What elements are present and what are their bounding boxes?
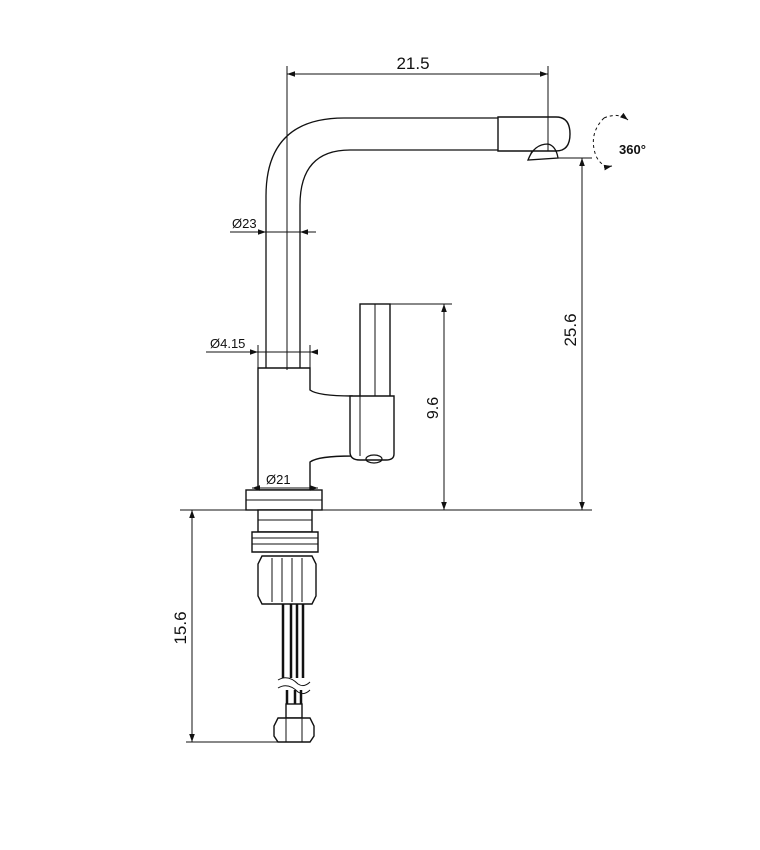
handle-cartridge bbox=[349, 395, 395, 461]
hose-fitting-nut bbox=[273, 717, 315, 743]
spout-nozzle bbox=[497, 116, 571, 152]
fixing-nut bbox=[257, 555, 317, 605]
base-diameter-label: Ø21 bbox=[266, 472, 291, 487]
rotation-label: 360° bbox=[619, 142, 646, 157]
dimension-lines bbox=[180, 66, 592, 743]
rotation-arrow-icon bbox=[592, 112, 629, 171]
faucet-outline bbox=[245, 116, 571, 743]
tube-diameter-label: Ø23 bbox=[232, 216, 257, 231]
inner-diameter-label: Ø4.15 bbox=[210, 336, 245, 351]
supply-hoses bbox=[277, 604, 311, 712]
shank-length-label: 15.6 bbox=[171, 611, 190, 644]
handle-height-label: 9.6 bbox=[425, 397, 442, 419]
spout-height-label: 25.6 bbox=[561, 313, 580, 346]
spout-reach-label: 21.5 bbox=[396, 54, 429, 73]
